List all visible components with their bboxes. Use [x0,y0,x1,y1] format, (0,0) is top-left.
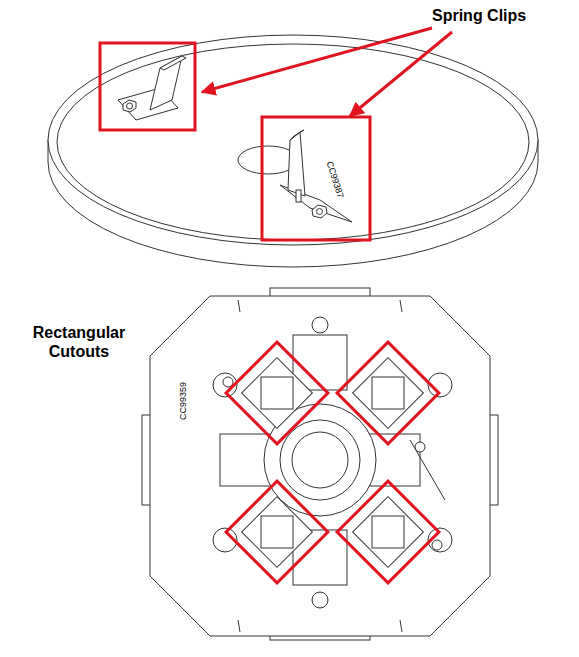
rectangular-cutout [337,481,439,583]
plate [142,288,498,640]
highlight-box [100,43,370,240]
rectangular-cutout [226,342,328,444]
rectangular-cutout [226,481,328,583]
dish [48,35,538,267]
spring-clip [118,56,186,120]
callout-label: Spring Clips [432,6,526,25]
spring-clip [280,130,352,222]
part-number: CC99359 [178,382,188,420]
rectangular-cutout [337,342,439,444]
callout-label: Rectangular Cutouts [20,323,138,361]
